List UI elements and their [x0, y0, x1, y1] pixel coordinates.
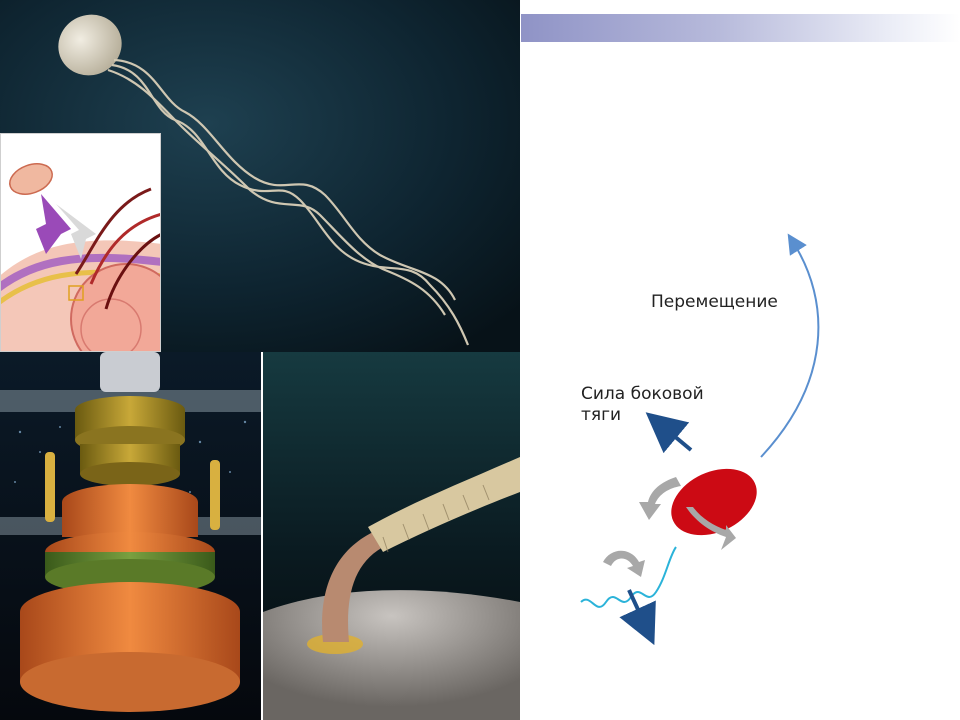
header-gradient-bar — [521, 14, 960, 42]
side-force-label-line1: Сила боковой — [581, 384, 704, 404]
hook-illustration-svg — [263, 352, 520, 720]
cell-wall-cutaway-illustration — [0, 133, 161, 352]
flagellar-hook-illustration — [261, 352, 520, 720]
side-force-arrow — [645, 412, 693, 454]
cell-body — [671, 468, 757, 536]
flagella-bundle — [107, 58, 470, 346]
counter-rotation-arrow — [619, 589, 656, 646]
cell-wall-illustration-svg — [1, 134, 160, 351]
side-force-label-line2: тяги — [581, 405, 622, 425]
rotation-arrow-flagellum — [603, 550, 645, 577]
movement-label: Перемещение — [651, 292, 778, 312]
rotation-arrow-top — [639, 477, 681, 520]
bacterium-cell — [58, 14, 122, 76]
trajectory-arrow — [760, 233, 820, 458]
rotation-arrow-body — [686, 507, 736, 550]
movement-diagram-svg — [580, 233, 820, 646]
side-force-label: Сила боковой тяги — [581, 384, 704, 426]
movement-diagram: Перемещение Сила боковой тяги — [521, 42, 960, 720]
flagellar-motor-illustration — [0, 352, 261, 720]
motor-illustration-svg — [0, 352, 261, 720]
